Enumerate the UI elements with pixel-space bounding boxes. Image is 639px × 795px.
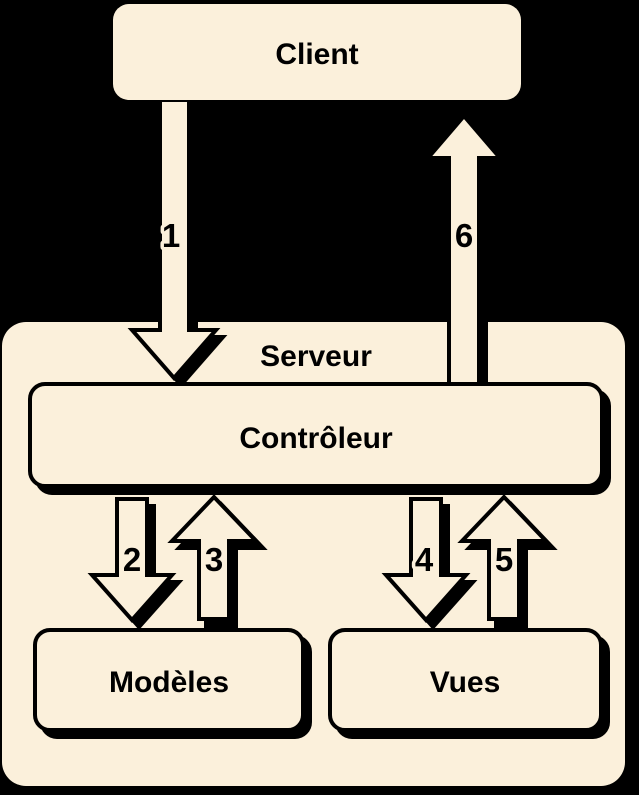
arrow-3-number: 3 (205, 541, 223, 578)
arrow-2-number: 2 (123, 541, 141, 578)
client-label: Client (275, 38, 358, 71)
controleur-label: Contrôleur (239, 422, 393, 455)
client-box-shape (113, 4, 521, 100)
arrow-4-number: 4 (415, 541, 434, 578)
serveur-label: Serveur (260, 340, 372, 373)
client-box (113, 4, 521, 100)
arrow-6-number: 6 (455, 217, 473, 254)
vues-label: Vues (430, 666, 501, 699)
modeles-label: Modèles (109, 666, 229, 699)
arrow-5-number: 5 (495, 541, 513, 578)
arrow-1-number: 1 (162, 217, 180, 254)
